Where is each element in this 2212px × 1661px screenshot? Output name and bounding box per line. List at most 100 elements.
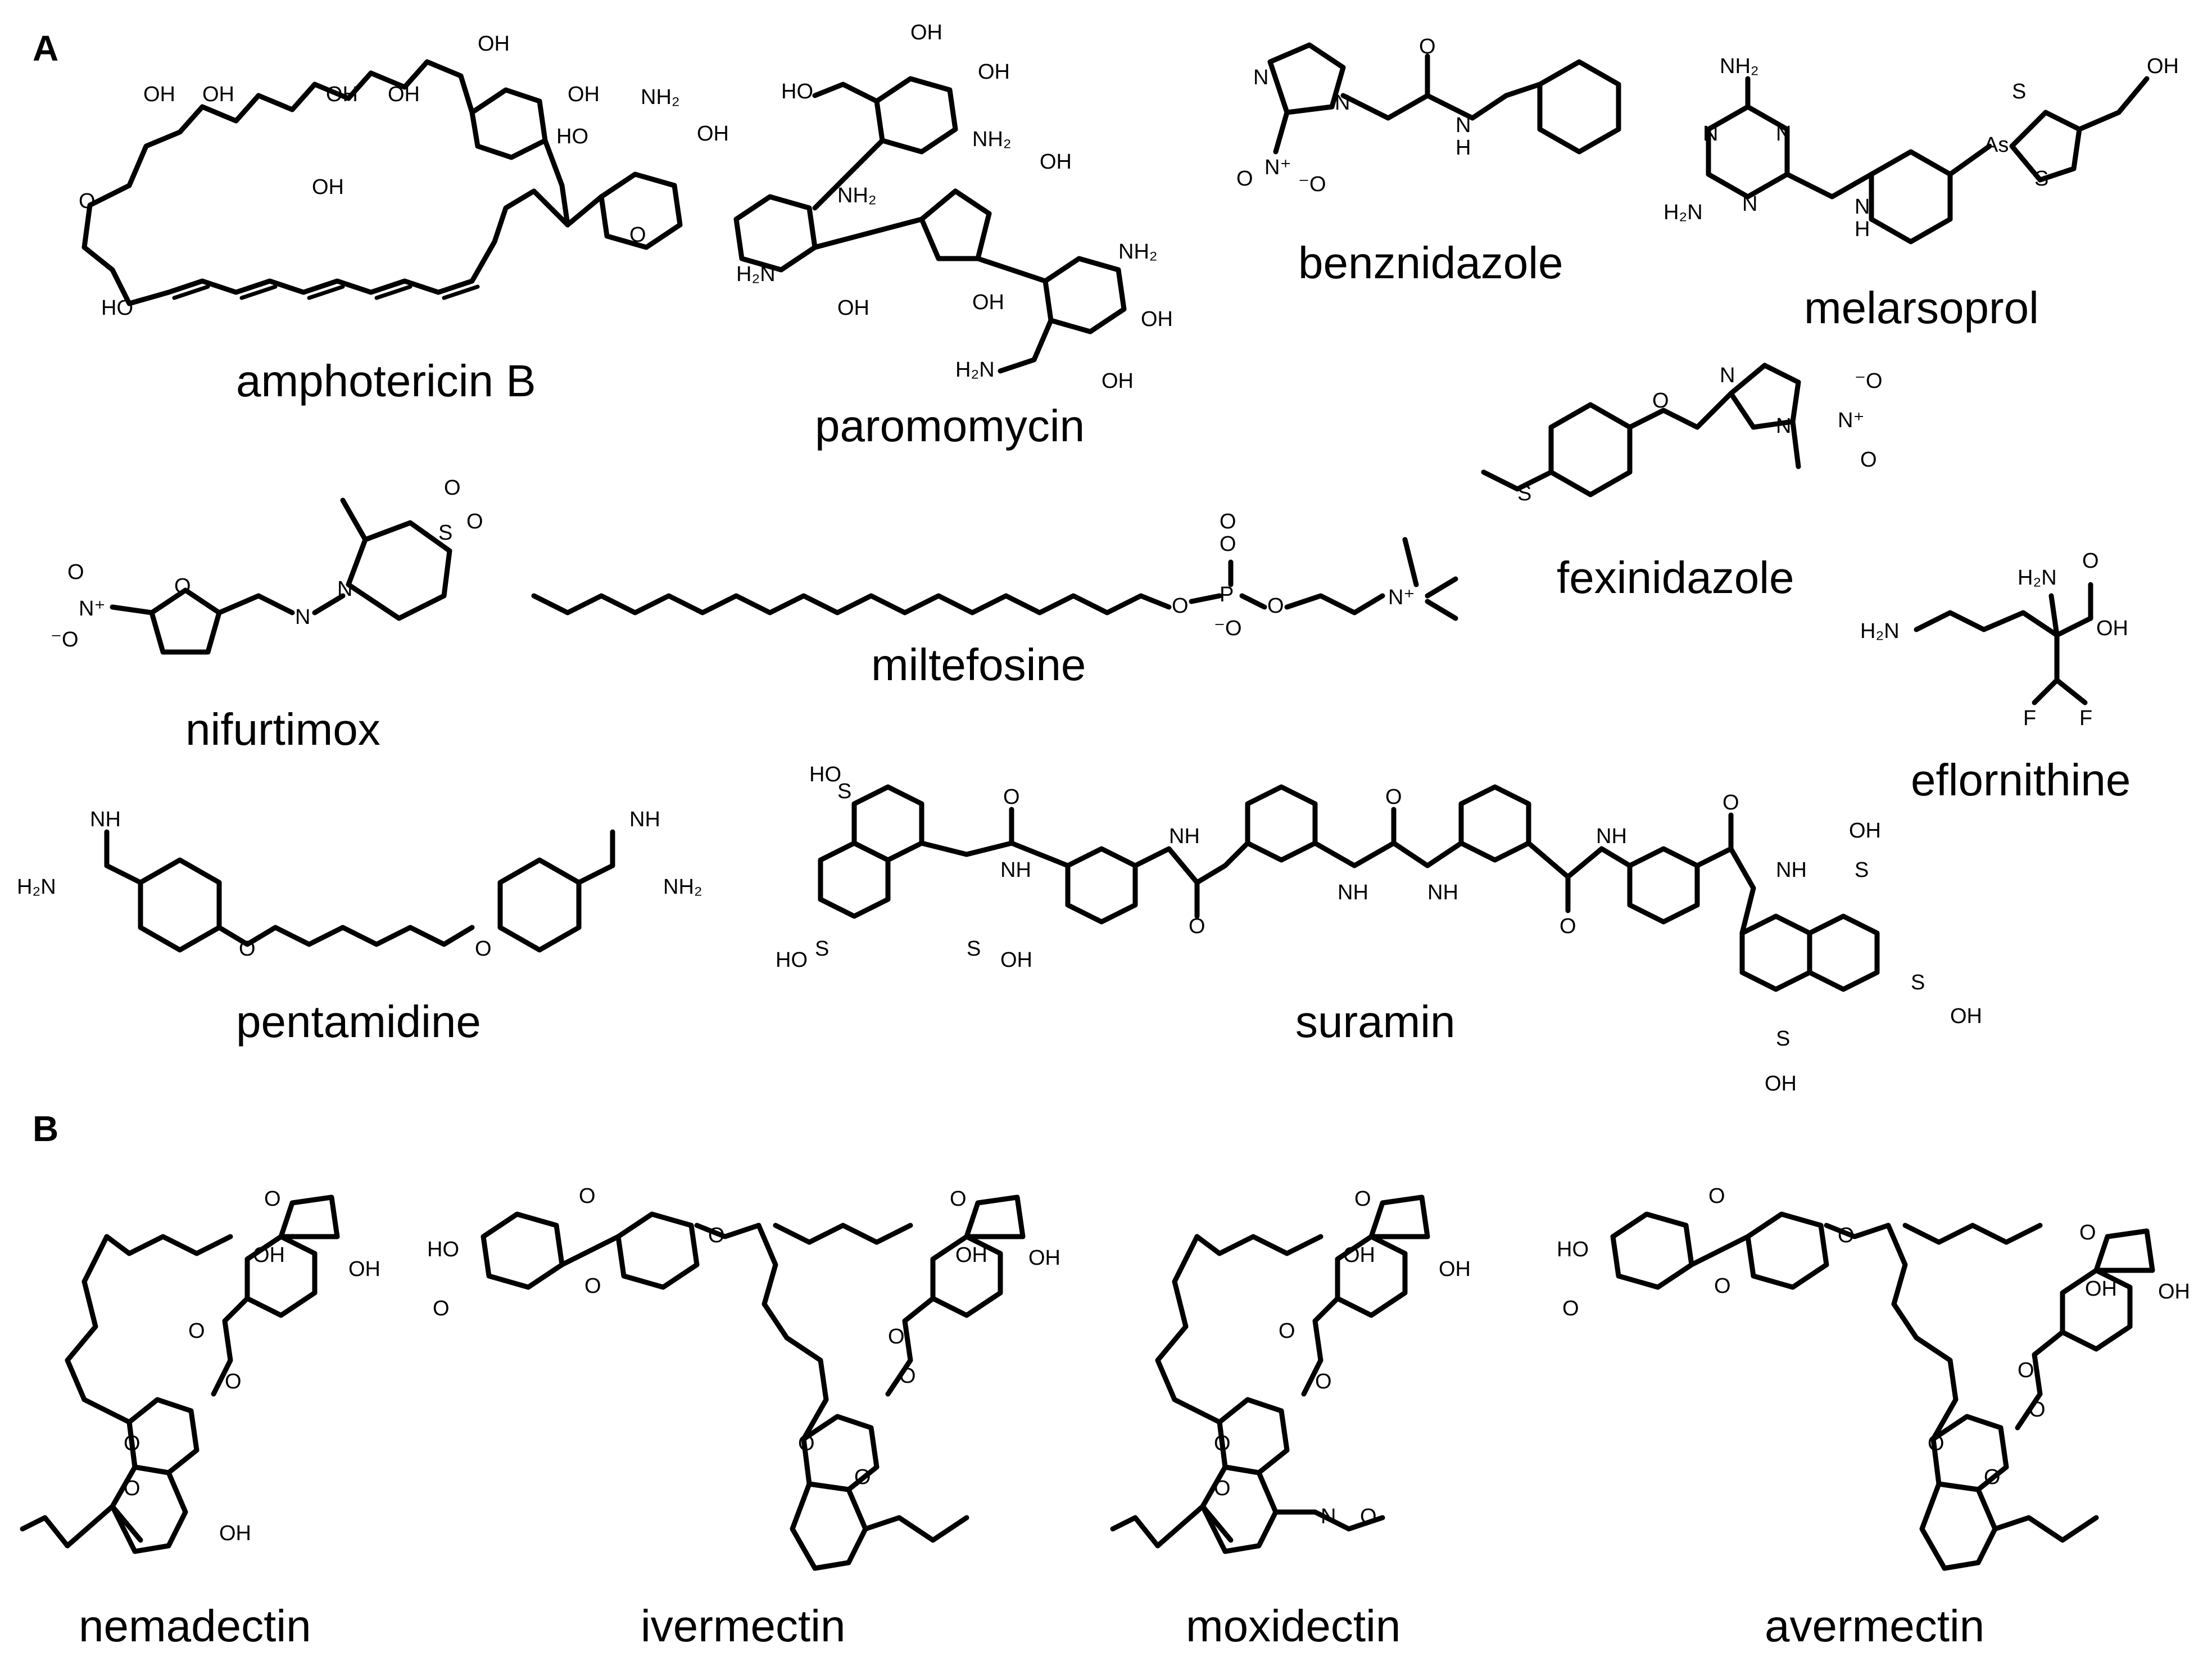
atom-label: HO — [556, 125, 588, 148]
structure-paromomycin: OH HO OH NH₂ NH₂ OH H₂N OH OH NH₂ OH OH … — [733, 21, 1173, 393]
structure-fexinidazole: S O N N N⁺ ⁻O O — [1481, 363, 1883, 505]
compound-name: melarsoprol — [1804, 283, 2039, 333]
atom-label: F — [2079, 707, 2092, 730]
atom-label: NH — [1596, 825, 1627, 848]
atom-label: OH — [1950, 1004, 1982, 1028]
atom-label: OH — [253, 1243, 285, 1267]
atom-label: OH — [1028, 1246, 1060, 1270]
compound-name: miltefosine — [871, 640, 1086, 690]
atom-label: O — [1214, 1477, 1231, 1500]
atom-label: O — [475, 937, 492, 961]
compound-name: ivermectin — [641, 1601, 846, 1651]
atom-label: NH₂ — [1118, 240, 1158, 264]
compound-name: suramin — [1295, 997, 1456, 1047]
atom-label: OH — [326, 83, 358, 106]
atom-label: NH — [1427, 881, 1458, 904]
compound-name: benznidazole — [1298, 238, 1563, 288]
atom-label: N — [1253, 66, 1268, 89]
atom-label: OH — [2085, 1277, 2117, 1301]
atom-label: OH — [1040, 150, 1072, 174]
atom-label: OH — [219, 1522, 251, 1545]
structure-benznidazole: N N O N H O N⁺ ⁻O — [1236, 35, 1621, 196]
atom-label: OH — [2158, 1280, 2190, 1304]
atom-label: HO — [427, 1238, 459, 1261]
atom-label: N — [1703, 122, 1718, 146]
panel-label-a: A — [33, 28, 58, 69]
atom-label: N — [1855, 195, 1870, 219]
structure-suramin: HO S HO S S OH NH O NH O NH O NH NH O O … — [776, 763, 1982, 1096]
atom-label: OH — [837, 296, 869, 320]
atom-label: N — [1776, 122, 1791, 146]
atom-label: NH — [1776, 858, 1807, 882]
atom-label: O — [239, 937, 256, 961]
atom-label: NH — [1338, 881, 1368, 904]
atom-label: O — [1214, 1432, 1231, 1455]
atom-label: ⁻O — [51, 628, 79, 651]
atom-label: HO — [781, 80, 813, 103]
atom-label: OH — [1849, 819, 1881, 843]
atom-label: N — [1335, 91, 1350, 115]
panel-label-b: B — [33, 1108, 58, 1149]
compound-name: eflornithine — [1911, 755, 2131, 805]
compound-name: amphotericin B — [236, 356, 536, 406]
atom-label: O — [433, 1297, 450, 1320]
atom-label: O — [79, 189, 96, 213]
atom-label: HO — [1557, 1238, 1589, 1261]
atom-label: O — [579, 1184, 596, 1208]
atom-label: OH — [697, 122, 729, 146]
atom-label: O — [1354, 1187, 1371, 1211]
atom-label: O — [1267, 594, 1284, 618]
compound-name: paromomycin — [815, 401, 1085, 451]
structure-eflornithine: H₂N H₂N O OH F F — [1860, 549, 2128, 730]
atom-label: O — [1838, 1224, 1855, 1247]
atom-label: N — [1720, 364, 1735, 387]
atom-label: O — [124, 1477, 140, 1500]
atom-label: OH — [1343, 1243, 1375, 1267]
atom-label: HO — [101, 296, 133, 320]
atom-label: As — [1984, 133, 2009, 157]
atom-label: ⁻O — [1855, 369, 1883, 393]
atom-label: O — [1652, 389, 1669, 413]
atom-label: H₂N — [1663, 201, 1703, 224]
atom-label: H₂N — [17, 875, 56, 899]
atom-label: OH — [972, 291, 1004, 314]
atom-label: O — [1189, 915, 1205, 938]
atom-label: O — [1419, 35, 1436, 58]
atom-label: P — [1220, 583, 1234, 607]
atom-label: OH — [348, 1257, 380, 1281]
atom-label: N — [1776, 414, 1791, 438]
atom-label: O — [225, 1370, 242, 1393]
atom-label: HO — [776, 948, 808, 972]
atom-label: OH — [1102, 369, 1134, 393]
compound-name: pentamidine — [236, 997, 481, 1047]
atom-label: N⁺ — [79, 597, 106, 621]
atom-label: S — [1855, 858, 1869, 882]
structure-miltefosine: O P O O ⁻O O N⁺ — [531, 510, 1458, 640]
atom-label: O — [708, 1224, 725, 1247]
atom-label: OH — [978, 60, 1010, 84]
atom-label: NH — [629, 808, 660, 831]
atom-label: NH₂ — [1720, 55, 1759, 78]
atom-label: O — [264, 1187, 281, 1211]
atom-label: NH — [1169, 825, 1200, 848]
atom-label: S — [967, 937, 981, 961]
atom-label: OH — [955, 1243, 987, 1267]
atom-label: H₂N — [955, 358, 995, 382]
atom-label: O — [2029, 1398, 2046, 1422]
atom-label: O — [1236, 167, 1253, 191]
atom-label: O — [1003, 785, 1020, 809]
compound-name: fexinidazole — [1557, 553, 1794, 603]
atom-label: H₂N — [2018, 566, 2057, 590]
atom-label: O — [1708, 1184, 1725, 1208]
atom-label: OH — [910, 21, 942, 44]
atom-label: O — [188, 1319, 205, 1343]
atom-label: O — [1360, 1505, 1377, 1528]
compound-name: nemadectin — [79, 1601, 311, 1651]
atom-label: O — [1279, 1319, 1295, 1343]
atom-label: O — [1560, 915, 1576, 938]
atom-label: NH₂ — [972, 128, 1012, 151]
atom-label: OH — [143, 83, 175, 106]
atom-label: N⁺ — [1838, 409, 1865, 432]
atom-label: O — [854, 1465, 871, 1489]
atom-label: OH — [202, 83, 234, 106]
